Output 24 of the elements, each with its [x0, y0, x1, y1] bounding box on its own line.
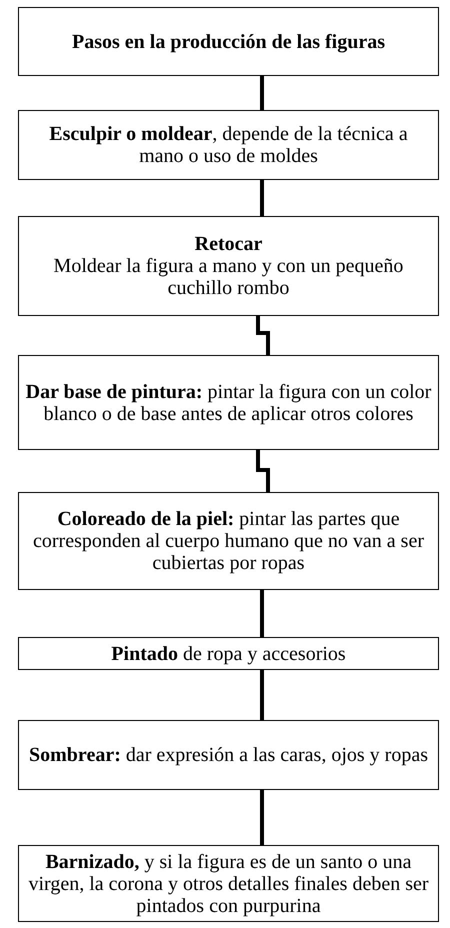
- step-box: [18, 492, 439, 590]
- step-text: Esculpir o moldear, depende de la técnica a mano o uso de moldes: [48, 123, 409, 167]
- step-heading: Pasos en la producción de las figuras: [72, 30, 385, 52]
- connector-line: [260, 180, 264, 216]
- step-text: Coloreado de la piel: pintar las partes que corresponden al cuerpo humano que no van a ser cubiertas por ropas: [32, 508, 425, 574]
- step-box: [18, 355, 439, 450]
- step-text: Pintado de ropa y accesorios: [111, 642, 346, 664]
- step-box: [18, 7, 439, 76]
- step-box: [18, 720, 439, 790]
- connector-line: [260, 670, 264, 720]
- connector-line: [260, 790, 264, 845]
- step-text: Barnizado, y si la figura es de un santo o una virgen, la corona y otros detalles finales deben ser pintados con purpurina: [27, 850, 430, 916]
- step-box: [18, 637, 439, 670]
- connector-line: [256, 450, 270, 492]
- step-box: [18, 845, 439, 922]
- connector-line: [256, 316, 270, 355]
- connector-line: [260, 76, 264, 110]
- step-heading: Retocar: [194, 233, 262, 255]
- step-text: Sombrear: dar expresión a las caras, ojos y ropas: [29, 744, 428, 766]
- step-box: [18, 216, 439, 316]
- step-box: [18, 110, 439, 180]
- connector-line: [260, 590, 264, 637]
- step-text: Dar base de pintura: pintar la figura con un color blanco o de base antes de aplicar otros colores: [25, 380, 432, 424]
- step-text: Moldear la figura a mano y con un pequeño cuchillo rombo: [52, 255, 404, 299]
